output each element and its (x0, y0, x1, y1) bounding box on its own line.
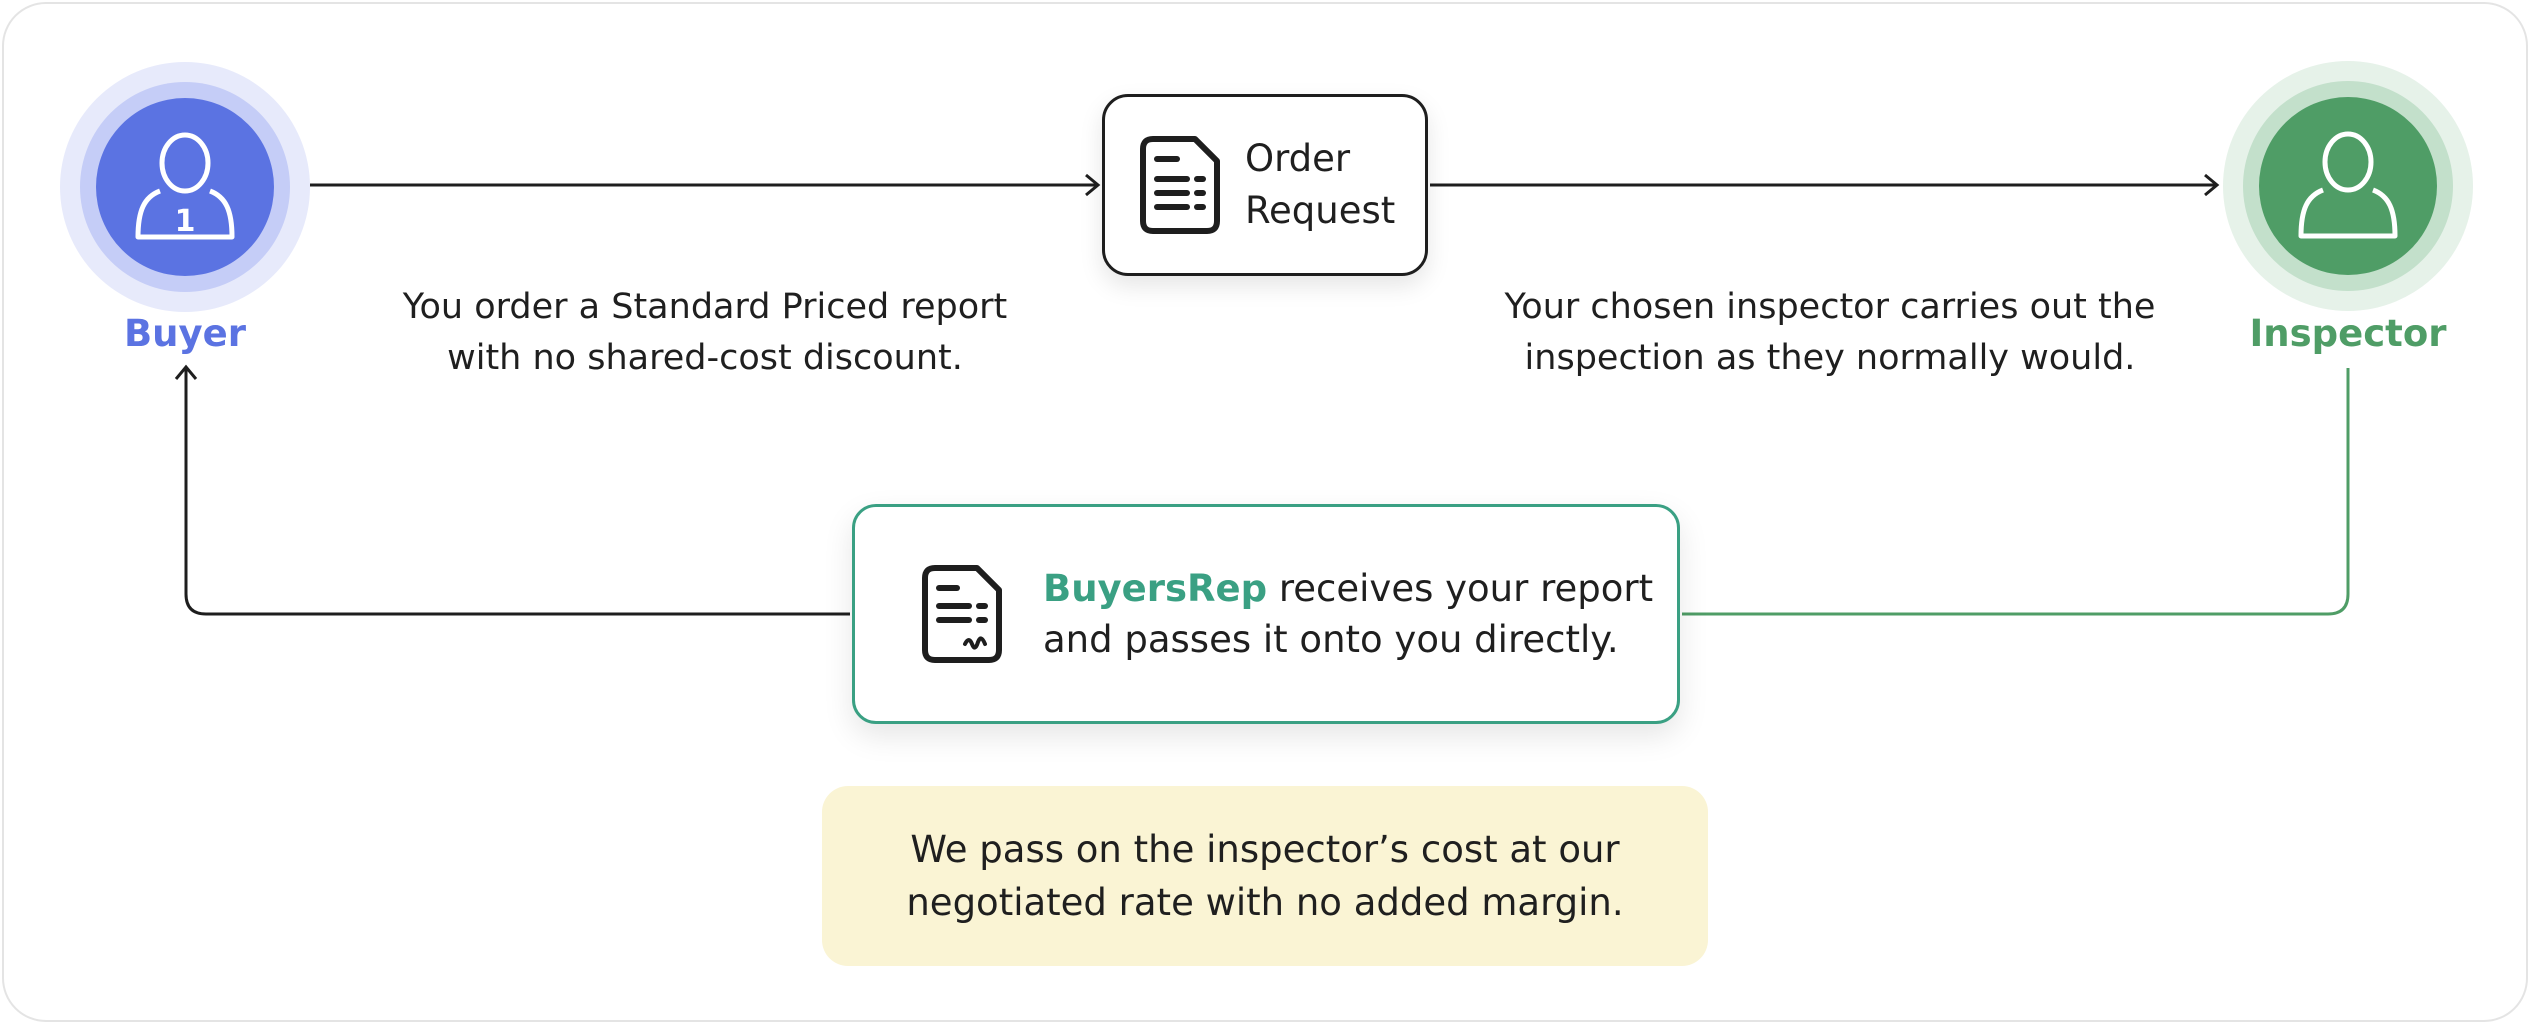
user-icon: 1 (135, 132, 235, 240)
line-inspector-to-report (1682, 368, 2350, 616)
arrowhead-order (1085, 173, 1101, 197)
order-caption-line2: with no shared-cost discount. (447, 338, 963, 378)
inspect-caption-line1: Your chosen inspector carries out the (1504, 287, 2156, 327)
cost-note: We pass on the inspector’s cost at our n… (822, 786, 1708, 966)
user-icon (2298, 131, 2398, 239)
order-request-line2: Request (1245, 189, 1396, 232)
order-request-box: Order Request (1102, 94, 1428, 276)
order-caption-line1: You order a Standard Priced report (402, 287, 1008, 327)
buyer-badge: 1 (175, 204, 196, 239)
inspect-caption-line2: inspection as they normally would. (1524, 338, 2136, 378)
order-request-title: Order Request (1245, 133, 1395, 237)
report-box: BuyersRep receives your report and passe… (852, 504, 1680, 724)
arrowhead-inspector (2204, 173, 2220, 197)
report-description: BuyersRep receives your report and passe… (1043, 563, 1653, 665)
buyer-avatar: 1 (96, 98, 274, 276)
signed-document-icon (922, 565, 1002, 663)
report-line2: and passes it onto you directly. (1043, 618, 1619, 661)
document-icon (1140, 136, 1220, 234)
inspector-avatar (2259, 97, 2437, 275)
arrowhead-buyer (174, 364, 198, 380)
inspector-label: Inspector (2249, 312, 2447, 355)
brand-name: BuyersRep (1043, 567, 1268, 610)
buyer-label: Buyer (123, 312, 246, 355)
note-line1: We pass on the inspector’s cost at our (910, 828, 1620, 871)
report-line1: BuyersRep receives your report (1043, 563, 1653, 614)
note-line2: negotiated rate with no added margin. (906, 881, 1624, 924)
order-request-line1: Order (1245, 137, 1351, 180)
order-caption: You order a Standard Priced report with … (380, 282, 1030, 384)
inspect-caption: Your chosen inspector carries out the in… (1480, 282, 2180, 384)
arrow-report-to-buyer (184, 368, 850, 616)
report-line1-rest: receives your report (1267, 567, 1654, 610)
